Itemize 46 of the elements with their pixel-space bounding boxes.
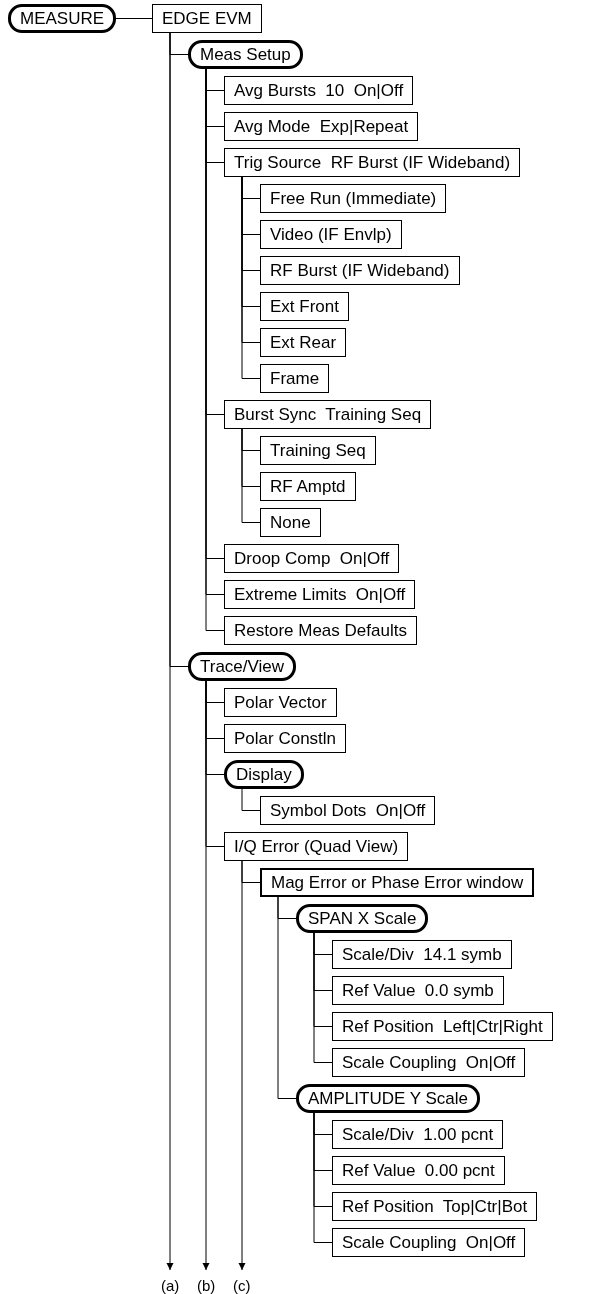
arrow: [202, 680, 210, 1271]
connector-line: [205, 680, 225, 847]
menu-window-box: Mag Error or Phase Error window: [260, 868, 535, 897]
connector-line: [277, 896, 297, 1099]
menu-item-box: Scale Coupling On|Off: [332, 1228, 526, 1257]
connector-line: [169, 32, 189, 667]
menu-item-box: Free Run (Immediate): [260, 184, 447, 213]
menu-item-box: Ref Position Top|Ctr|Bot: [332, 1192, 538, 1221]
menu-item-box: RF Amptd: [260, 472, 356, 501]
menu-item-box: Frame: [260, 364, 330, 393]
menu-item-box: Burst Sync Training Seq: [224, 400, 432, 429]
arrow: [166, 32, 174, 1271]
menu-item-box: Training Seq: [260, 436, 376, 465]
menu-item-box: Extreme Limits On|Off: [224, 580, 416, 609]
menu-item-box: Trig Source RF Burst (IF Wideband): [224, 148, 521, 177]
menu-item-box: Avg Bursts 10 On|Off: [224, 76, 414, 105]
connector-line: [313, 932, 333, 1063]
menu-item-box: Symbol Dots On|Off: [260, 796, 436, 825]
menu-item-box: Scale/Div 14.1 symb: [332, 940, 512, 969]
continuation-label: (b): [197, 1272, 216, 1294]
menu-item-box: RF Burst (IF Wideband): [260, 256, 460, 285]
menu-item-box: I/Q Error (Quad View): [224, 832, 409, 861]
menu-item-box: Polar Constln: [224, 724, 347, 753]
connector-line: [241, 860, 261, 883]
menu-item-box: Restore Meas Defaults: [224, 616, 417, 645]
menu-item-box: Droop Comp On|Off: [224, 544, 400, 573]
menu-item-box: Video (IF Envlp): [260, 220, 402, 249]
connector-line: [115, 18, 153, 19]
menu-item-box: Avg Mode Exp|Repeat: [224, 112, 419, 141]
connector-line: [241, 428, 261, 523]
menu-item-box: Scale/Div 1.00 pcnt: [332, 1120, 504, 1149]
connector-line: [313, 1112, 333, 1243]
continuation-label: (a): [161, 1272, 180, 1294]
menu-item-box: Ext Front: [260, 292, 349, 321]
menu-item-box: Ref Value 0.0 symb: [332, 976, 504, 1005]
menu-item-box: EDGE EVM: [152, 4, 262, 33]
menu-item-box: Polar Vector: [224, 688, 337, 717]
menu-item-box: Ref Value 0.00 pcnt: [332, 1156, 505, 1185]
connector-line: [241, 176, 261, 379]
arrow: [238, 860, 246, 1271]
menu-item-box: Ext Rear: [260, 328, 347, 357]
connector-line: [241, 788, 261, 811]
menu-item-box: Ref Position Left|Ctr|Right: [332, 1012, 553, 1041]
continuation-label: (c): [233, 1272, 251, 1294]
menu-item-box: None: [260, 508, 321, 537]
menu-item-box: Scale Coupling On|Off: [332, 1048, 526, 1077]
